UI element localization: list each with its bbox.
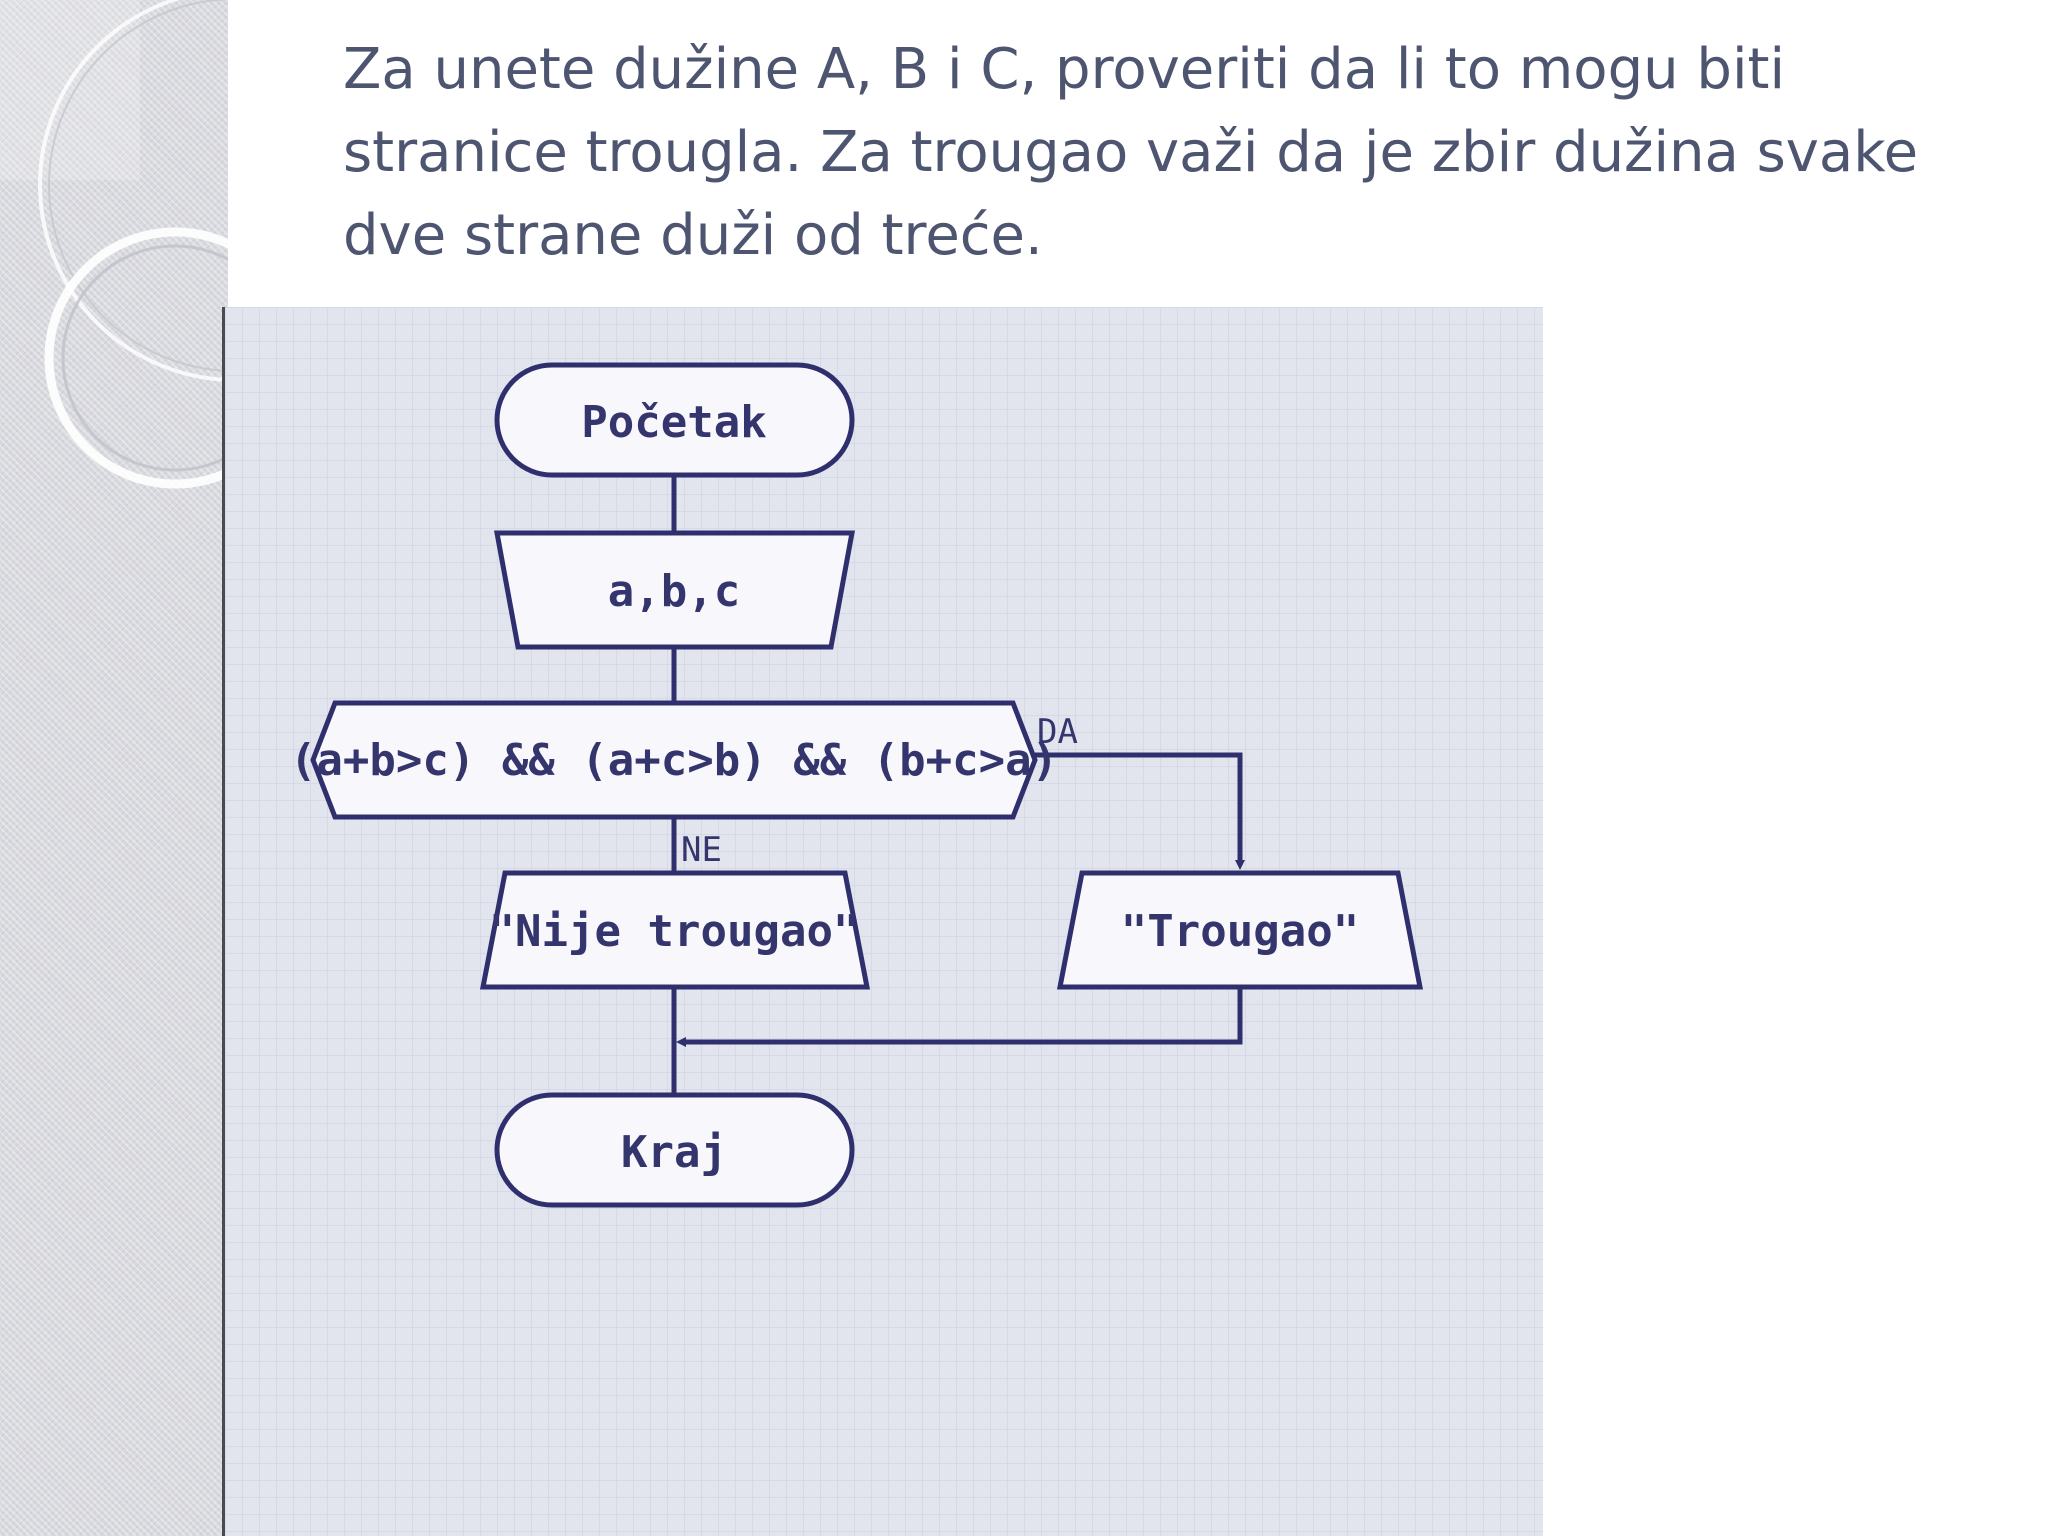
yes-label: DA xyxy=(1037,712,1078,752)
decorative-sidebar xyxy=(0,0,228,1536)
large-ring-outer xyxy=(38,0,228,382)
small-ring-outer xyxy=(44,227,228,489)
corner-panel xyxy=(0,0,140,180)
slide-text: Za unete dužine A, B i C, proveriti da l… xyxy=(343,28,1983,277)
input-node xyxy=(493,530,856,650)
condition-node-label: (a+b>c) && (a+c>b) && (b+c>a) xyxy=(290,735,1058,786)
output-not-triangle-label: "Nije trougao" xyxy=(489,906,860,957)
flowchart: Početak a,b,c (a+b>c) && (a+c>b) && (b+c… xyxy=(290,362,1424,1208)
end-node xyxy=(494,1092,855,1208)
flowchart-panel: Početak a,b,c (a+b>c) && (a+c>b) && (b+c… xyxy=(222,307,1543,1536)
no-label: NE xyxy=(681,830,722,870)
slide-text-line-2: stranice trougla. Za trougao važi da je … xyxy=(343,120,1919,185)
output-triangle-label: "Trougao" xyxy=(1121,906,1359,957)
connector-condition-yes xyxy=(1035,752,1245,870)
start-node xyxy=(494,362,855,478)
condition-node xyxy=(310,700,1038,820)
input-node-label: a,b,c xyxy=(608,566,740,617)
start-node-label: Početak xyxy=(581,397,766,448)
large-ring-inner xyxy=(48,0,228,372)
output-triangle-node xyxy=(1056,870,1424,990)
end-node-label: Kraj xyxy=(621,1127,727,1178)
connector-yes-merge xyxy=(676,987,1243,1047)
decorative-circles xyxy=(0,0,228,489)
slide-text-line-1: Za unete dužine A, B i C, proveriti da l… xyxy=(343,37,1786,102)
small-ring-inner xyxy=(61,244,228,472)
output-not-triangle-node xyxy=(479,870,871,990)
slide-text-line-3: dve strane duži od treće. xyxy=(343,203,1043,268)
